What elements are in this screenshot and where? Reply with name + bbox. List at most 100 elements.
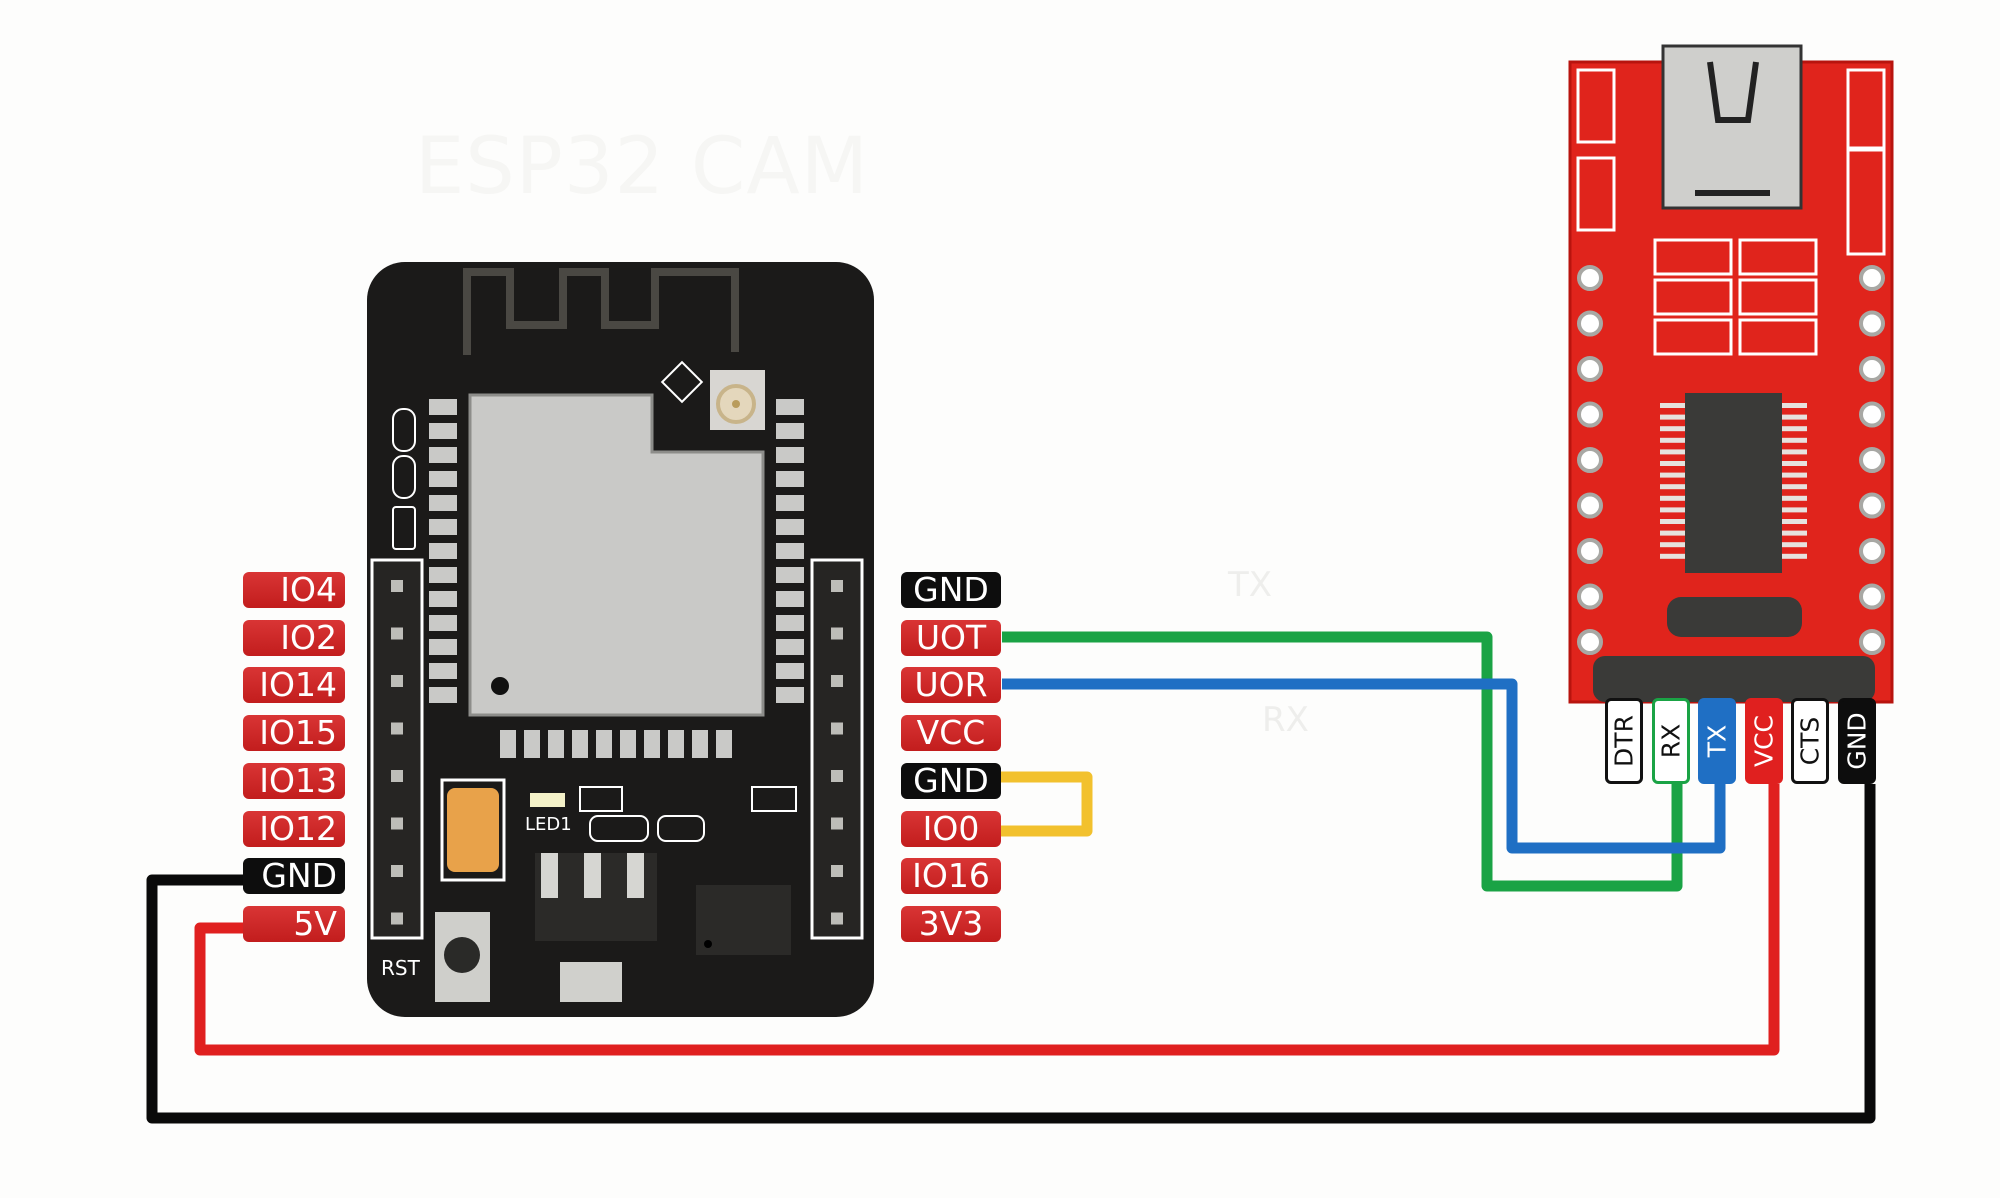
header-pin <box>831 770 843 782</box>
psram-chip <box>696 885 791 955</box>
tantalum-capacitor <box>440 778 506 882</box>
module-pad <box>776 471 804 487</box>
module-pad <box>776 543 804 559</box>
pin1-marker <box>491 677 509 695</box>
wire-gnd <box>146 784 1876 1124</box>
esp32-left-pin-label: IO15 <box>243 715 345 752</box>
esp32-right-pin-label: UOR <box>901 667 1001 704</box>
module-pad <box>429 543 457 559</box>
wire-5v <box>194 784 1780 1056</box>
module-pad <box>776 615 804 631</box>
ftdi-through-hole <box>1859 447 1885 473</box>
module-pad <box>776 399 804 415</box>
module-pad <box>776 519 804 535</box>
ftdi-pin-label-dtr: DTR <box>1605 698 1643 784</box>
header-pin <box>831 580 843 592</box>
header-pin <box>391 912 403 925</box>
esp32-left-pin-label: IO13 <box>243 762 345 799</box>
module-pad <box>429 663 457 679</box>
module-pad <box>596 730 612 758</box>
ftdi-through-hole <box>1859 401 1885 428</box>
module-pad <box>776 687 804 703</box>
ftdi-pin-label-vcc: VCC <box>1744 698 1783 784</box>
mini-usb-connector[interactable] <box>1661 44 1803 210</box>
ftdi-through-hole <box>1577 447 1603 473</box>
esp32-left-pin-label: 5V <box>243 905 345 942</box>
ftdi-through-hole <box>1577 583 1603 610</box>
module-pad <box>429 615 457 631</box>
tx-wire-label: TX <box>1228 565 1273 605</box>
ftdi-pin-text: GND <box>1842 712 1871 770</box>
pcb-antenna-trace <box>463 268 739 355</box>
ftdi-through-hole <box>1577 538 1603 564</box>
ftdi-pin-label-gnd: GND <box>1837 698 1876 784</box>
esp32-right-pin-label: GND <box>901 572 1001 608</box>
esp32-left-pin-label: IO14 <box>243 667 345 704</box>
header-pin <box>391 722 403 735</box>
ftdi-pin-text: DTR <box>1609 715 1639 767</box>
ftdi-pin-text: RX <box>1656 723 1685 759</box>
ftdi-through-hole <box>1577 629 1603 655</box>
ftdi-through-hole <box>1577 265 1603 291</box>
header-pin <box>391 770 403 782</box>
module-pad <box>429 687 457 703</box>
reset-silkscreen-label: RST <box>381 956 421 980</box>
header-pin <box>831 865 843 877</box>
esp32-module-shield <box>468 393 765 717</box>
module-pad <box>776 567 804 583</box>
module-pad <box>429 423 457 439</box>
header-pin <box>391 865 403 877</box>
ftdi-through-hole <box>1577 310 1603 337</box>
module-pad <box>692 730 708 758</box>
module-pad <box>668 730 684 758</box>
header-pin <box>831 722 843 735</box>
ftdi-through-hole <box>1859 629 1885 655</box>
ftdi-pin-label-cts: CTS <box>1791 698 1829 784</box>
voltage-regulator <box>535 853 657 1002</box>
header-pin <box>831 675 843 687</box>
module-pad <box>776 423 804 439</box>
ftdi-side-holes <box>1577 265 1885 655</box>
ftdi-6pin-header <box>1593 656 1875 702</box>
smd-resistors-center <box>579 786 797 842</box>
ftdi-through-hole <box>1577 492 1603 519</box>
ftdi-pin-label-rx: RX <box>1651 698 1690 784</box>
module-pad <box>776 591 804 607</box>
module-pad <box>429 519 457 535</box>
ftdi-through-hole <box>1859 265 1885 291</box>
header-pin <box>831 817 843 830</box>
reset-button[interactable] <box>435 912 490 1002</box>
module-pad <box>524 730 540 758</box>
header-pin <box>831 912 843 925</box>
module-pad <box>776 447 804 463</box>
module-pad <box>429 591 457 607</box>
module-pad <box>716 730 732 758</box>
module-pad <box>500 730 516 758</box>
ftdi-through-hole <box>1859 538 1885 564</box>
module-pad <box>429 447 457 463</box>
esp32-right-pin-label: 3V3 <box>901 905 1001 942</box>
ftdi-chip <box>1660 393 1807 573</box>
ufl-antenna-connector <box>660 360 765 430</box>
ftdi-pin-label-tx: TX <box>1698 698 1736 784</box>
header-pin <box>391 675 403 687</box>
ftdi-pin-text: CTS <box>1795 716 1825 766</box>
ftdi-through-hole <box>1859 356 1885 382</box>
ftdi-pin-text: TX <box>1702 724 1732 758</box>
module-pad <box>644 730 660 758</box>
esp32-right-pin-label: VCC <box>901 715 1001 752</box>
module-pad <box>776 663 804 679</box>
module-pad <box>776 639 804 655</box>
module-pad <box>429 471 457 487</box>
ftdi-through-hole <box>1577 356 1603 382</box>
esp32-right-pin-label: IO0 <box>901 810 1001 847</box>
module-pad <box>429 495 457 511</box>
module-pads <box>429 399 804 758</box>
ftdi-through-hole <box>1859 492 1885 519</box>
header-pin <box>391 580 403 592</box>
module-pad <box>548 730 564 758</box>
led1-silkscreen-label: LED1 <box>525 814 572 835</box>
